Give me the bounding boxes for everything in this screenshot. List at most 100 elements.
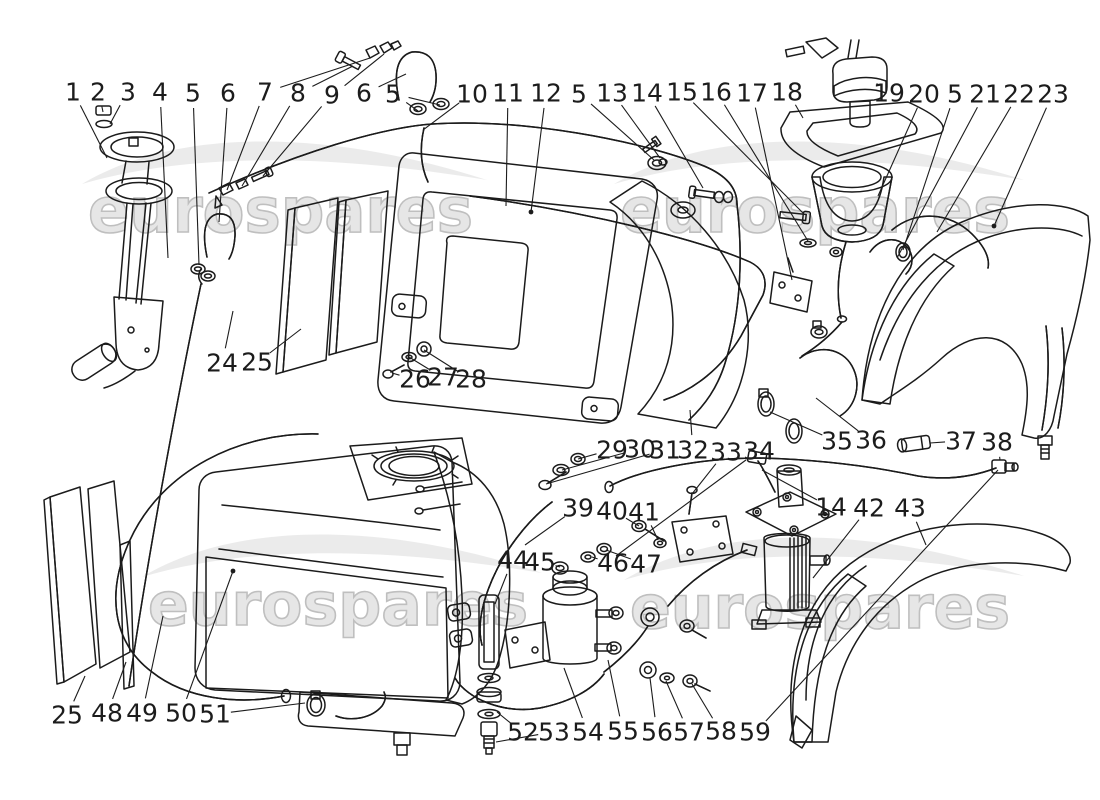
part-number-35: 35 [821, 427, 853, 456]
leader-line-24 [224, 310, 234, 349]
leader-line-14 [761, 469, 818, 501]
part-number-51: 51 [199, 700, 231, 729]
left-hardware-cluster [190, 166, 274, 282]
watermark-text: eurospares [148, 570, 528, 640]
leader-line-50 [185, 570, 234, 700]
leader-line-36 [815, 397, 859, 432]
part-number-21: 21 [969, 80, 1001, 109]
leader-dot-23 [991, 223, 997, 229]
part-number-33: 33 [710, 438, 742, 467]
part-number-13: 13 [596, 79, 628, 108]
leader-line-21 [896, 106, 978, 259]
leader-line-4 [160, 106, 169, 259]
leader-line-28 [423, 349, 458, 372]
part-number-19: 19 [873, 79, 905, 108]
part-number-59: 59 [739, 718, 771, 747]
part-number-34: 34 [743, 437, 775, 466]
leader-dot-50 [230, 568, 236, 574]
leader-line-22 [936, 106, 1012, 233]
leader-line-32 [689, 409, 693, 436]
leader-line-55 [607, 659, 621, 717]
part-number-14: 14 [631, 79, 663, 108]
leader-line-40 [625, 517, 640, 527]
part-number-37: 37 [945, 427, 977, 456]
sleeve-and-hose [604, 434, 1019, 494]
leader-line-51 [230, 702, 306, 713]
part-number-18: 18 [771, 78, 803, 107]
part-number-24: 24 [206, 349, 238, 378]
part-number-46: 46 [597, 549, 629, 578]
part-number-26: 26 [399, 365, 431, 394]
part-number-50: 50 [165, 699, 197, 728]
leader-line-8 [241, 105, 291, 187]
part-number-11: 11 [492, 79, 524, 108]
ribbed-strap [479, 501, 553, 646]
part-number-39: 39 [562, 494, 594, 523]
leader-line-11 [505, 107, 509, 207]
part-number-25: 25 [241, 348, 273, 377]
part-number-20: 20 [908, 80, 940, 109]
part-number-43: 43 [894, 494, 926, 523]
part-number-30: 30 [624, 435, 656, 464]
leader-line-1 [79, 105, 108, 159]
u-hose-upper [395, 51, 450, 116]
leader-line-7 [226, 105, 260, 191]
part-number-12: 12 [530, 79, 562, 108]
watermark-1: eurospares [82, 141, 487, 248]
leader-line-48 [112, 661, 127, 700]
leader-line-8 [312, 65, 354, 87]
leader-line-31 [545, 453, 650, 485]
leader-line-44 [494, 573, 508, 605]
part-number-5: 5 [385, 80, 401, 109]
leader-line-25 [269, 328, 302, 354]
filter-assembly [454, 542, 711, 755]
part-number-56: 56 [641, 718, 673, 747]
part-number-36: 36 [855, 426, 887, 455]
part-number-53: 53 [538, 718, 570, 747]
part-number-10: 10 [456, 80, 488, 109]
leader-line-46 [591, 556, 598, 560]
part-number-54: 54 [572, 718, 604, 747]
part-number-5: 5 [185, 79, 201, 108]
watermark-swoosh [614, 141, 1024, 184]
leader-line-9 [344, 53, 385, 87]
part-number-38: 38 [981, 428, 1013, 457]
watermark-2: eurospares [614, 141, 1024, 248]
leader-line-19 [876, 83, 880, 86]
leader-line-5 [590, 103, 655, 161]
leader-line-16 [723, 104, 809, 242]
part-number-6: 6 [220, 79, 236, 108]
part-number-40: 40 [596, 497, 628, 526]
leader-line-2 [101, 106, 104, 113]
part-number-45: 45 [524, 548, 556, 577]
part-number-55: 55 [607, 717, 639, 746]
leader-line-5 [408, 96, 441, 106]
leader-line-6 [218, 107, 228, 223]
part-number-1: 1 [65, 78, 81, 107]
insulation-panels-upper [275, 190, 389, 375]
watermark-text: eurospares [88, 174, 473, 247]
leader-line-54 [563, 667, 583, 719]
part-number-2: 2 [90, 78, 106, 107]
leader-line-10 [422, 102, 460, 131]
leader-line-35 [769, 411, 823, 436]
fasteners-26-28 [382, 341, 432, 379]
leader-line-9 [262, 106, 323, 177]
leader-line-57 [665, 680, 683, 719]
leader-line-6 [378, 73, 407, 88]
leader-line-30 [561, 452, 625, 471]
leader-line-53 [495, 734, 539, 743]
part-number-4: 4 [152, 78, 168, 107]
part-number-22: 22 [1003, 80, 1035, 109]
leader-line-47 [605, 549, 632, 560]
part-number-27: 27 [427, 363, 459, 392]
part-number-3: 3 [120, 78, 136, 107]
fuel-filler-assembly [769, 37, 944, 357]
part-number-16: 16 [700, 78, 732, 107]
part-number-23: 23 [1037, 80, 1069, 109]
leader-line-5 [902, 108, 951, 251]
part-number-6: 6 [356, 79, 372, 108]
upper-fuel-tank [377, 152, 749, 429]
